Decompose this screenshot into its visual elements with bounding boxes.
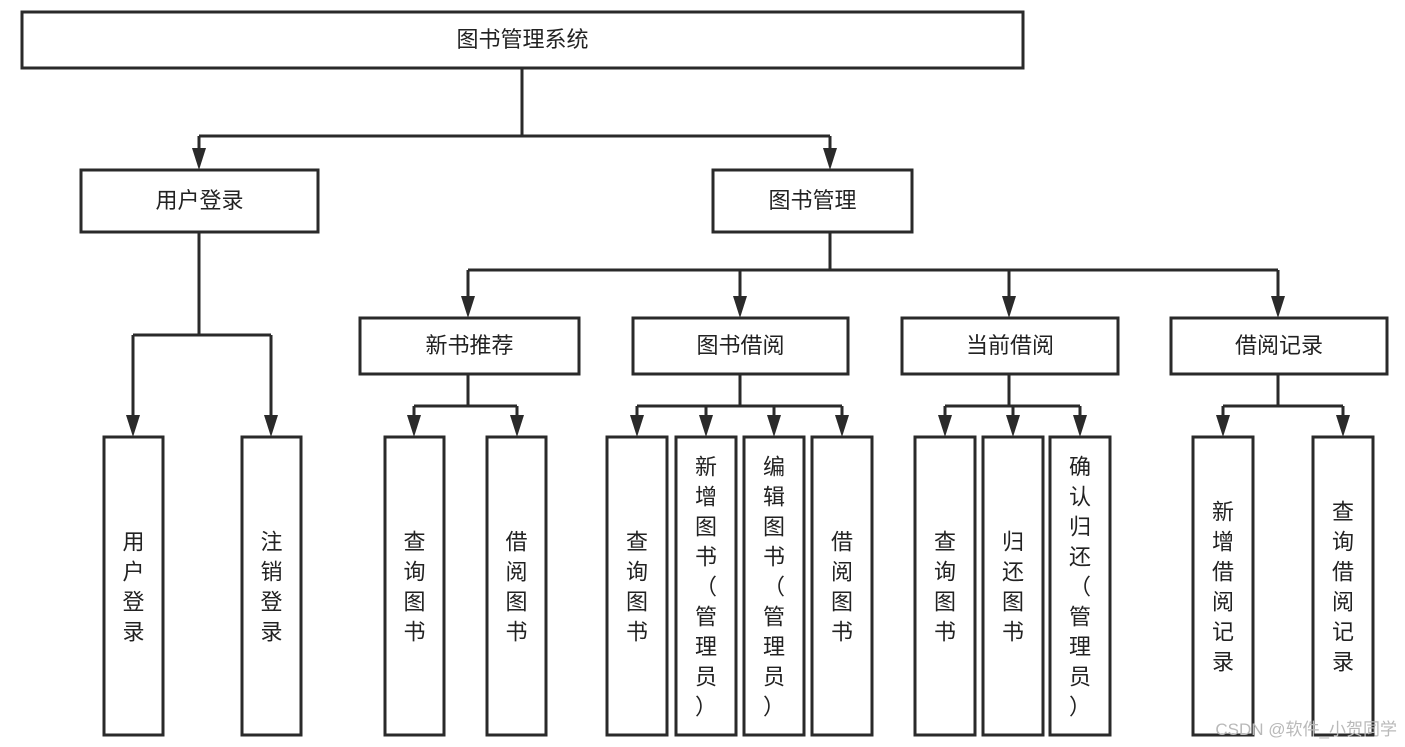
arrow-head-leaf-add-record [1216, 415, 1230, 437]
node-label-borrow-record: 借阅记录 [1235, 333, 1323, 358]
node-book-borrow[interactable]: 图书借阅 [631, 316, 850, 376]
node-layer: 图书管理系统用户登录图书管理新书推荐图书借阅当前借阅借阅记录用户登录注销登录查询… [20, 10, 1389, 737]
node-label-leaf-confirm-return: 确认归还（管理员） [1069, 454, 1091, 719]
node-label-leaf-add-record: 新增借阅记录 [1212, 499, 1234, 674]
node-label-new-book-rec: 新书推荐 [425, 333, 513, 358]
node-box-leaf-query-book-2[interactable] [605, 435, 669, 737]
connector-layer [126, 68, 1350, 437]
node-box-leaf-user-login[interactable] [102, 435, 165, 737]
node-label-root: 图书管理系统 [456, 27, 588, 52]
node-book-manage[interactable]: 图书管理 [711, 168, 914, 234]
node-box-leaf-query-book-1[interactable] [383, 435, 446, 737]
node-borrow-record[interactable]: 借阅记录 [1169, 316, 1389, 376]
node-box-leaf-confirm-return[interactable] [1048, 435, 1112, 737]
node-leaf-borrow-book-1[interactable]: 借阅图书 [485, 435, 548, 737]
connector-book-manage [461, 232, 1285, 318]
node-leaf-logout[interactable]: 注销登录 [240, 435, 303, 737]
arrow-head-book-borrow [733, 296, 747, 318]
node-box-leaf-edit-book[interactable] [742, 435, 806, 737]
node-label-leaf-borrow-book-2: 借阅图书 [831, 529, 853, 644]
node-leaf-add-book[interactable]: 新增图书（管理员） [674, 435, 738, 737]
node-box-leaf-query-book-3[interactable] [913, 435, 977, 737]
arrow-head-leaf-logout [264, 415, 278, 437]
node-box-leaf-borrow-book-1[interactable] [485, 435, 548, 737]
arrow-head-leaf-user-login [126, 415, 140, 437]
arrow-head-leaf-query-record [1336, 415, 1350, 437]
node-current-borrow[interactable]: 当前借阅 [900, 316, 1120, 376]
connector-user-login [126, 232, 278, 437]
arrow-head-leaf-query-book-3 [938, 415, 952, 437]
node-label-leaf-logout: 注销登录 [260, 529, 282, 644]
arrow-head-leaf-query-book-1 [407, 415, 421, 437]
connector-new-book-rec [407, 374, 524, 437]
node-leaf-return-book[interactable]: 归还图书 [981, 435, 1045, 737]
arrow-head-book-manage [823, 148, 837, 170]
connector-current-borrow [938, 374, 1087, 437]
arrow-head-leaf-return-book [1006, 415, 1020, 437]
connector-book-borrow [630, 374, 849, 437]
arrow-head-leaf-edit-book [767, 415, 781, 437]
node-box-borrow-record[interactable] [1169, 316, 1389, 376]
node-root[interactable]: 图书管理系统 [20, 10, 1025, 70]
node-new-book-rec[interactable]: 新书推荐 [358, 316, 581, 376]
node-box-leaf-borrow-book-2[interactable] [810, 435, 874, 737]
arrow-head-leaf-borrow-book-2 [835, 415, 849, 437]
node-leaf-edit-book[interactable]: 编辑图书（管理员） [742, 435, 806, 737]
node-label-user-login: 用户登录 [155, 188, 243, 213]
node-box-root[interactable] [20, 10, 1025, 70]
arrow-head-leaf-borrow-book-1 [510, 415, 524, 437]
node-leaf-borrow-book-2[interactable]: 借阅图书 [810, 435, 874, 737]
node-label-book-manage: 图书管理 [768, 188, 856, 213]
node-label-leaf-query-book-2: 查询图书 [626, 529, 648, 644]
node-label-leaf-return-book: 归还图书 [1002, 529, 1024, 644]
node-leaf-query-book-3[interactable]: 查询图书 [913, 435, 977, 737]
node-label-leaf-add-book: 新增图书（管理员） [695, 454, 717, 719]
node-leaf-query-book-1[interactable]: 查询图书 [383, 435, 446, 737]
node-leaf-add-record[interactable]: 新增借阅记录 [1191, 435, 1255, 737]
arrow-head-borrow-record [1271, 296, 1285, 318]
arrow-head-leaf-confirm-return [1073, 415, 1087, 437]
node-box-leaf-logout[interactable] [240, 435, 303, 737]
node-label-current-borrow: 当前借阅 [966, 333, 1054, 358]
node-box-user-login[interactable] [79, 168, 320, 234]
node-box-book-manage[interactable] [711, 168, 914, 234]
node-label-book-borrow: 图书借阅 [696, 333, 784, 358]
arrow-head-leaf-add-book [699, 415, 713, 437]
node-leaf-query-book-2[interactable]: 查询图书 [605, 435, 669, 737]
connector-borrow-record [1216, 374, 1350, 437]
node-box-current-borrow[interactable] [900, 316, 1120, 376]
node-box-leaf-return-book[interactable] [981, 435, 1045, 737]
node-box-leaf-add-book[interactable] [674, 435, 738, 737]
node-box-new-book-rec[interactable] [358, 316, 581, 376]
node-user-login[interactable]: 用户登录 [79, 168, 320, 234]
csdn-watermark: CSDN @软件_小贺同学 [1215, 720, 1397, 739]
node-label-leaf-query-book-3: 查询图书 [934, 529, 956, 644]
node-label-leaf-edit-book: 编辑图书（管理员） [763, 454, 785, 719]
node-box-book-borrow[interactable] [631, 316, 850, 376]
arrow-head-new-book-rec [461, 296, 475, 318]
node-leaf-user-login[interactable]: 用户登录 [102, 435, 165, 737]
node-label-leaf-borrow-book-1: 借阅图书 [505, 529, 527, 644]
node-label-leaf-user-login: 用户登录 [122, 529, 144, 644]
node-leaf-confirm-return[interactable]: 确认归还（管理员） [1048, 435, 1112, 737]
arrow-head-current-borrow [1002, 296, 1016, 318]
arrow-head-user-login [192, 148, 206, 170]
node-leaf-query-record[interactable]: 查询借阅记录 [1311, 435, 1375, 737]
node-box-leaf-query-record[interactable] [1311, 435, 1375, 737]
arrow-head-leaf-query-book-2 [630, 415, 644, 437]
node-box-leaf-add-record[interactable] [1191, 435, 1255, 737]
node-label-leaf-query-book-1: 查询图书 [403, 529, 425, 644]
node-label-leaf-query-record: 查询借阅记录 [1332, 499, 1354, 674]
connector-root [192, 68, 837, 170]
